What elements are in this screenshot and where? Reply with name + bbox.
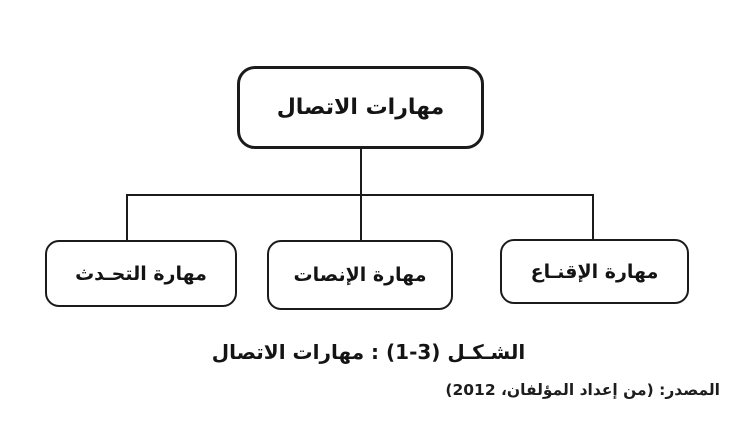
connector-drop-right bbox=[592, 194, 594, 240]
figure-caption: الشـكـل (3-1) : مهارات الاتصال bbox=[211, 340, 526, 364]
node-label: مهارة الإنصات bbox=[293, 264, 427, 286]
diagram-node-speaking-skill: مهارة التحـدث bbox=[45, 240, 237, 307]
node-label: مهارات الاتصال bbox=[276, 95, 445, 120]
connector-root-stem bbox=[360, 147, 362, 195]
connector-drop-center bbox=[360, 194, 362, 241]
diagram-node-persuasion-skill: مهارة الإقنـاع bbox=[500, 239, 689, 304]
connector-drop-left bbox=[126, 194, 128, 241]
diagram-node-listening-skill: مهارة الإنصات bbox=[267, 240, 453, 310]
figure-source: المصدر: (من إعداد المؤلفان، 2012) bbox=[445, 381, 720, 399]
diagram-node-communication-skills: مهارات الاتصال bbox=[237, 66, 484, 149]
node-label: مهارة الإقنـاع bbox=[530, 260, 659, 283]
node-label: مهارة التحـدث bbox=[75, 262, 207, 285]
